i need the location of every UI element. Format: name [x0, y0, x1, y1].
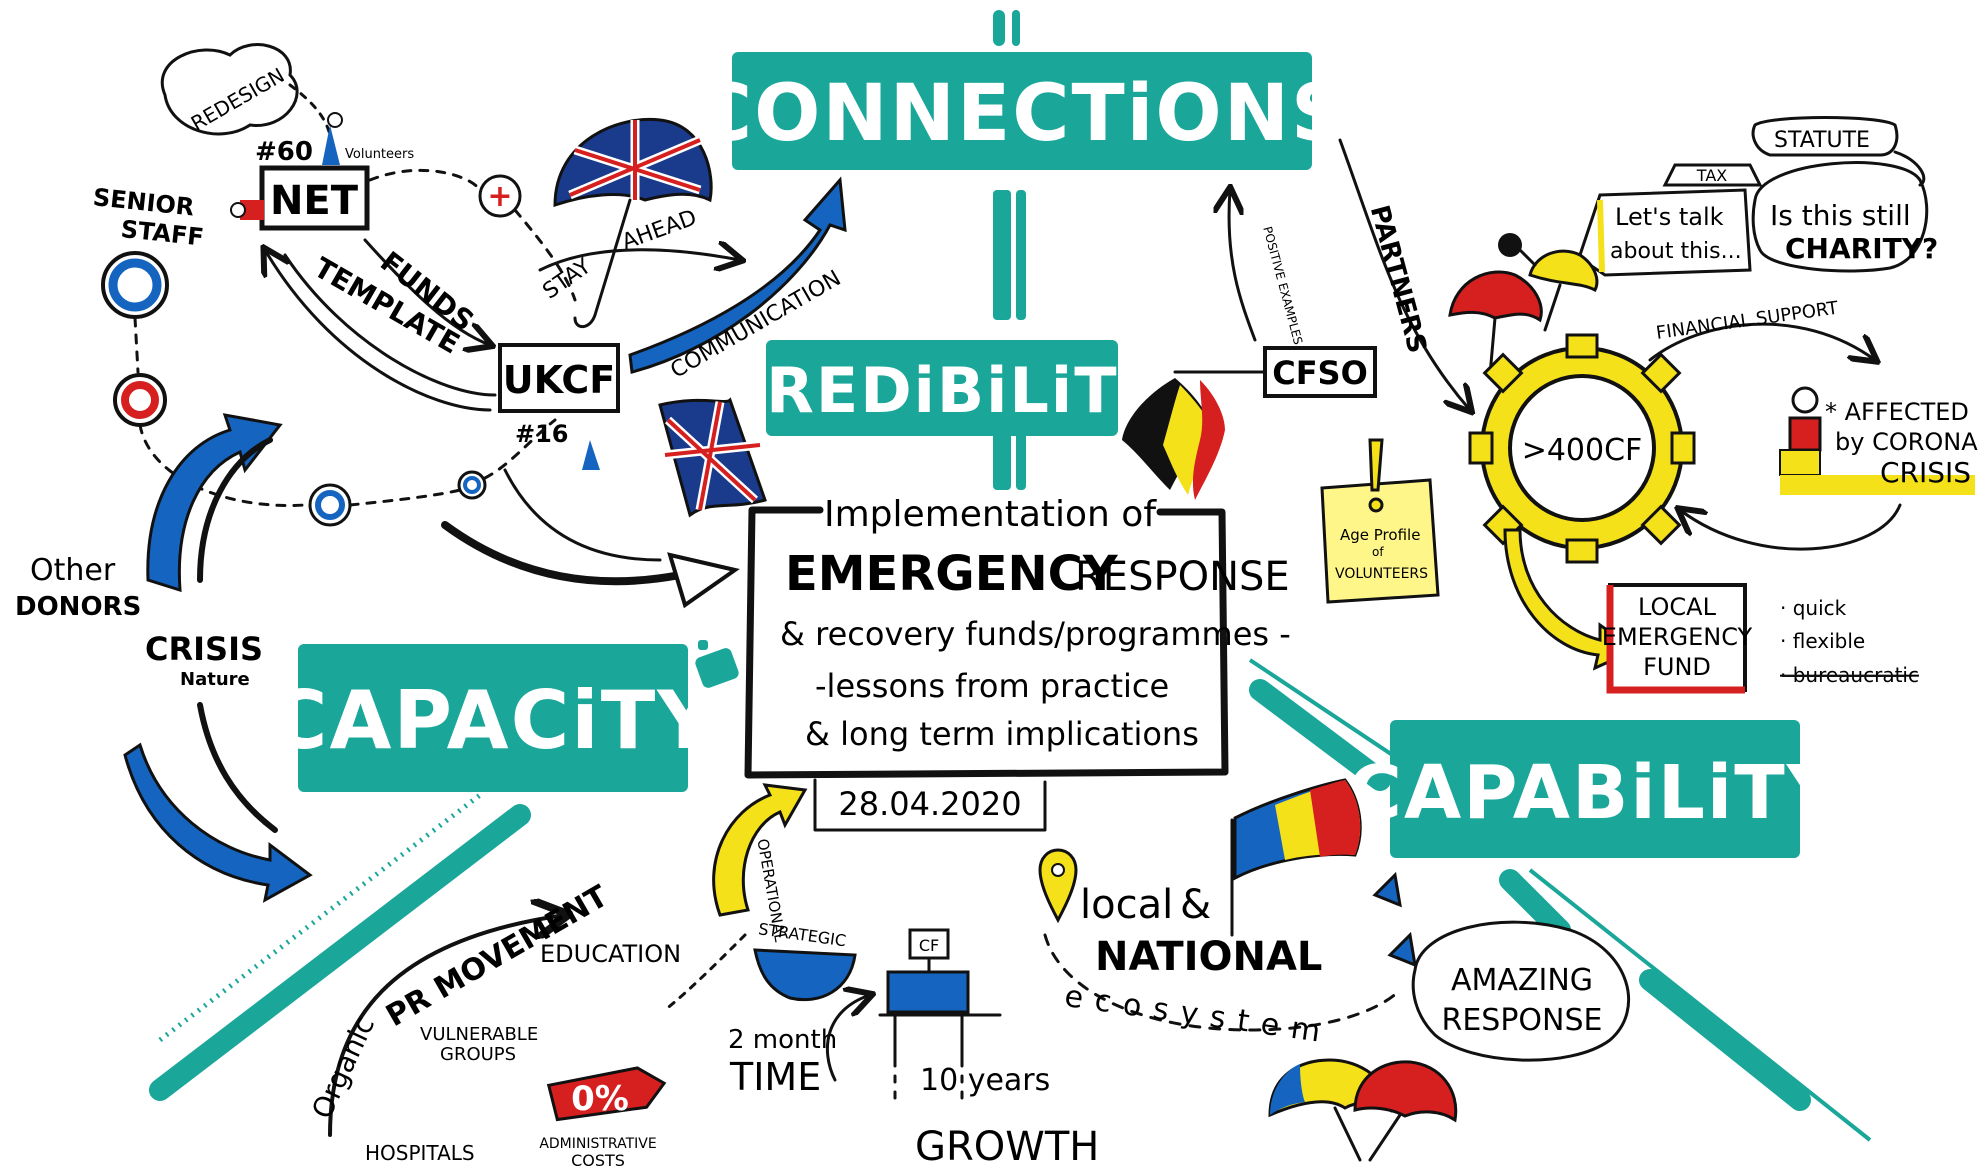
is-this-line1: Is this still — [1770, 199, 1911, 232]
financial-support-label: FINANCIAL SUPPORT — [1655, 297, 1841, 343]
connections-title: CONNECTiONS — [695, 69, 1349, 159]
belgium-flag — [1122, 378, 1225, 500]
admin-costs-line1: ADMINISTRATIVE — [539, 1136, 656, 1152]
local-fund-line2: EMERGENCY — [1602, 623, 1753, 651]
admin-costs-line2: COSTS — [571, 1151, 625, 1170]
zero-percent-tag: 0% ADMINISTRATIVE COSTS — [539, 1066, 667, 1170]
center-emergency: EMERGENCY — [785, 546, 1119, 602]
local-fund-line1: LOCAL — [1638, 593, 1717, 621]
time-label: TIME — [729, 1055, 821, 1099]
central-topic-box: Implementation of EMERGENCY RESPONSE & r… — [744, 494, 1291, 832]
percent-label: 0% — [571, 1079, 629, 1119]
center-date: 28.04.2020 — [838, 785, 1021, 823]
gear-label: >400CF — [1522, 433, 1643, 468]
statute-label: STATUTE — [1774, 128, 1870, 153]
strategic-label: STRATEGIC — [757, 919, 847, 950]
net-node: #60 Volunteers NET — [230, 112, 414, 231]
center-line1: Implementation of — [824, 494, 1157, 535]
plus-bubble: + — [368, 168, 577, 302]
partners-label: PARTNERS — [1364, 202, 1432, 356]
center-line5: & long term implications — [805, 715, 1199, 753]
small-umbrellas — [1448, 233, 1599, 377]
ten-years-label: 10 years — [920, 1063, 1050, 1098]
stay-label: STAY — [538, 254, 596, 305]
amp-label: & — [1180, 882, 1211, 928]
vulnerable-line2: GROUPS — [440, 1044, 516, 1065]
lets-talk-line2: about this... — [1610, 239, 1742, 264]
affected-person: * AFFECTED by CORONA CRISIS — [1779, 386, 1978, 495]
other-label: Other — [30, 553, 116, 588]
hospitals-label: HOSPITALS — [365, 1141, 475, 1165]
ecosystem-label: ecosystem — [1062, 979, 1334, 1051]
ukcf-node: UKCF #16 — [498, 343, 620, 470]
capability-banner: CAPABiLiTY — [1348, 720, 1843, 858]
redesign-cloud: REDESIGN — [161, 43, 332, 137]
uk-flag — [658, 397, 767, 518]
education-label: EDUCATION — [540, 940, 681, 968]
age-profile-of: of — [1372, 545, 1384, 559]
ahead-label: AHEAD — [619, 205, 700, 255]
two-month-label: 2 month — [728, 1025, 837, 1055]
local-emergency-fund: LOCAL EMERGENCY FUND · quick · flexible … — [1503, 528, 1919, 694]
capability-title: CAPABiLiTY — [1348, 750, 1843, 836]
capacity-banner: CAPACiTY — [269, 644, 717, 792]
svg-text:+: + — [487, 179, 512, 214]
capacity-title: CAPACiTY — [269, 674, 717, 767]
local-fund-line3: FUND — [1643, 653, 1711, 681]
tax-label: TAX — [1696, 166, 1727, 185]
senior-staff: SENIOR STAFF — [92, 183, 206, 251]
net-label: NET — [270, 178, 359, 224]
senior-label: SENIOR — [92, 183, 196, 221]
donors-crisis: Other DONORS CRISIS Nature — [15, 413, 313, 903]
time-growth: OPERATIONAL STRATEGIC 2 month TIME CF 10… — [663, 783, 1099, 1170]
local-label: local — [1080, 882, 1173, 928]
pr-movement: Organic PR MOVEMENT EDUCATION VULNERABLE… — [305, 879, 681, 1165]
donors-label: DONORS — [15, 592, 141, 622]
center-line4: -lessons from practice — [815, 667, 1169, 705]
amazing-line2: RESPONSE — [1442, 1003, 1603, 1038]
cfso-label: CFSO — [1272, 354, 1368, 392]
ukcf-count: #16 — [515, 420, 569, 448]
cfso-node: POSITIVE EXAMPLES CFSO — [1173, 190, 1377, 398]
age-profile-note: Age Profile of VOLUNTEERS — [1320, 438, 1440, 604]
credibility-banner: CREDiBiLiTY — [719, 340, 1166, 436]
volunteers-label: Volunteers — [345, 147, 414, 162]
is-this-line2: CHARITY? — [1785, 232, 1938, 265]
cf-label: CF — [919, 936, 939, 955]
vulnerable-line1: VULNERABLE — [420, 1024, 538, 1045]
age-profile-volunteers: VOLUNTEERS — [1335, 566, 1428, 582]
national-label: NATIONAL — [1095, 934, 1322, 980]
quick-label: · quick — [1780, 596, 1847, 620]
crisis-label: CRISIS — [145, 630, 263, 668]
affected-line3: CRISIS — [1880, 456, 1971, 489]
age-profile-label: Age Profile — [1340, 526, 1420, 544]
nature-label: Nature — [180, 669, 250, 690]
black-arrow-to-center — [441, 468, 740, 609]
lets-talk-line1: Let's talk — [1615, 203, 1724, 231]
center-response: RESPONSE — [1075, 554, 1290, 600]
connections-banner: CONNECTiONS — [695, 52, 1349, 170]
ukcf-label: UKCF — [503, 358, 615, 402]
growth-label: GROWTH — [915, 1124, 1099, 1170]
gear-400cf: >400CF — [1468, 333, 1696, 564]
affected-line1: * AFFECTED — [1825, 398, 1969, 426]
amazing-line1: AMAZING — [1451, 963, 1593, 998]
flexible-label: · flexible — [1780, 629, 1865, 653]
teal-diagonal-bars — [149, 640, 1872, 1142]
center-line3: & recovery funds/programmes - — [780, 615, 1291, 653]
charity-discussion: TAX STATUTE Let's talk about this... Is … — [1558, 116, 1938, 280]
organic-label: Organic — [305, 1011, 381, 1124]
positive-examples-label: POSITIVE EXAMPLES — [1260, 225, 1305, 346]
net-count: #60 — [255, 137, 313, 167]
affected-line2: by CORONA — [1835, 428, 1978, 456]
teal-vertical-connector — [993, 10, 1026, 490]
credibility-title: CREDiBiLiTY — [719, 354, 1166, 427]
